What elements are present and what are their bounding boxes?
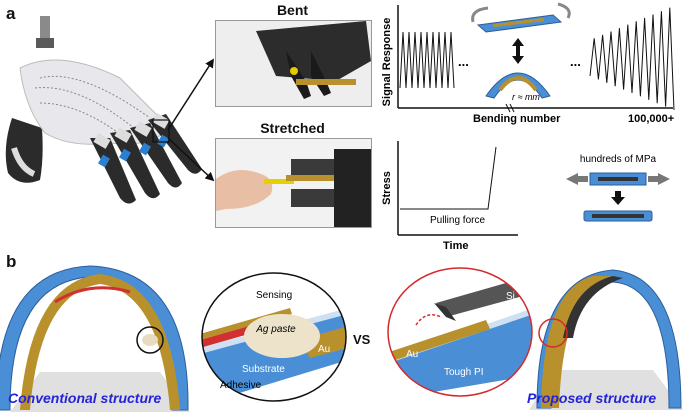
- proposed-caption: Proposed structure: [527, 390, 657, 406]
- ag-paste-label: Ag paste: [255, 324, 296, 335]
- radius-label: r ≈ mm: [512, 92, 540, 102]
- signal-trace-late: [589, 7, 675, 111]
- flat-sensor-icon: [471, 2, 571, 33]
- panel-a-letter: a: [6, 4, 16, 23]
- sensor-highlight-box: [152, 119, 170, 143]
- stress-trace: [400, 146, 497, 210]
- robotic-hand-image: [5, 16, 202, 204]
- bent-sensor-icon: [485, 72, 551, 99]
- tough-pi-label: Tough PI: [444, 367, 483, 378]
- hand-fingers: [90, 113, 202, 204]
- vs-label: VS: [353, 332, 371, 347]
- conventional-caption: Conventional structure: [8, 390, 162, 406]
- signal-response-plot: Signal Response ... ... r ≈ mm Bending n…: [381, 2, 675, 125]
- signal-trace-early: [399, 31, 455, 89]
- conventional-zoom-detail: Sensing Ag paste Substrate Au Adhesive: [201, 272, 347, 402]
- signal-ylabel: Signal Response: [381, 18, 393, 107]
- signal-x-end-label: 100,000+: [628, 113, 674, 125]
- strength-label: hundreds of MPa: [580, 154, 657, 165]
- panel-b-letter: b: [6, 252, 17, 271]
- signal-xlabel: Bending number: [473, 113, 561, 125]
- ellipsis-left: ...: [458, 54, 469, 69]
- stretch-diagram: [566, 172, 670, 222]
- bent-photo: [215, 20, 372, 107]
- stress-xlabel: Time: [443, 240, 468, 251]
- bent-label: Bent: [276, 2, 309, 18]
- pulling-force-label: Pulling force: [430, 215, 485, 226]
- conventional-arch: [0, 265, 190, 412]
- conventional-zoom-circle: [136, 326, 164, 354]
- stretched-photo: [215, 138, 372, 228]
- proposed-au-label: Au: [406, 349, 418, 360]
- hand-connector: [40, 16, 50, 38]
- conventional-au-label: Au: [318, 344, 330, 355]
- ellipsis-right: ...: [570, 54, 581, 69]
- adhesive-label: Adhesive: [220, 380, 262, 391]
- stress-plot: Stress Pulling force Time hundreds of MP…: [381, 141, 670, 251]
- proposed-zoom-detail: Si Au Tough PI: [387, 267, 533, 397]
- proposed-zoom-circle: [538, 318, 568, 348]
- proposed-arch: [529, 269, 683, 410]
- substrate-label: Substrate: [242, 364, 285, 375]
- si-label: Si: [506, 291, 515, 302]
- stretched-label: Stretched: [260, 120, 325, 136]
- sensing-label: Sensing: [256, 290, 292, 301]
- stress-ylabel: Stress: [381, 171, 393, 205]
- bidirectional-arrow-icon: [512, 38, 524, 64]
- pointer-arrows: [167, 58, 215, 182]
